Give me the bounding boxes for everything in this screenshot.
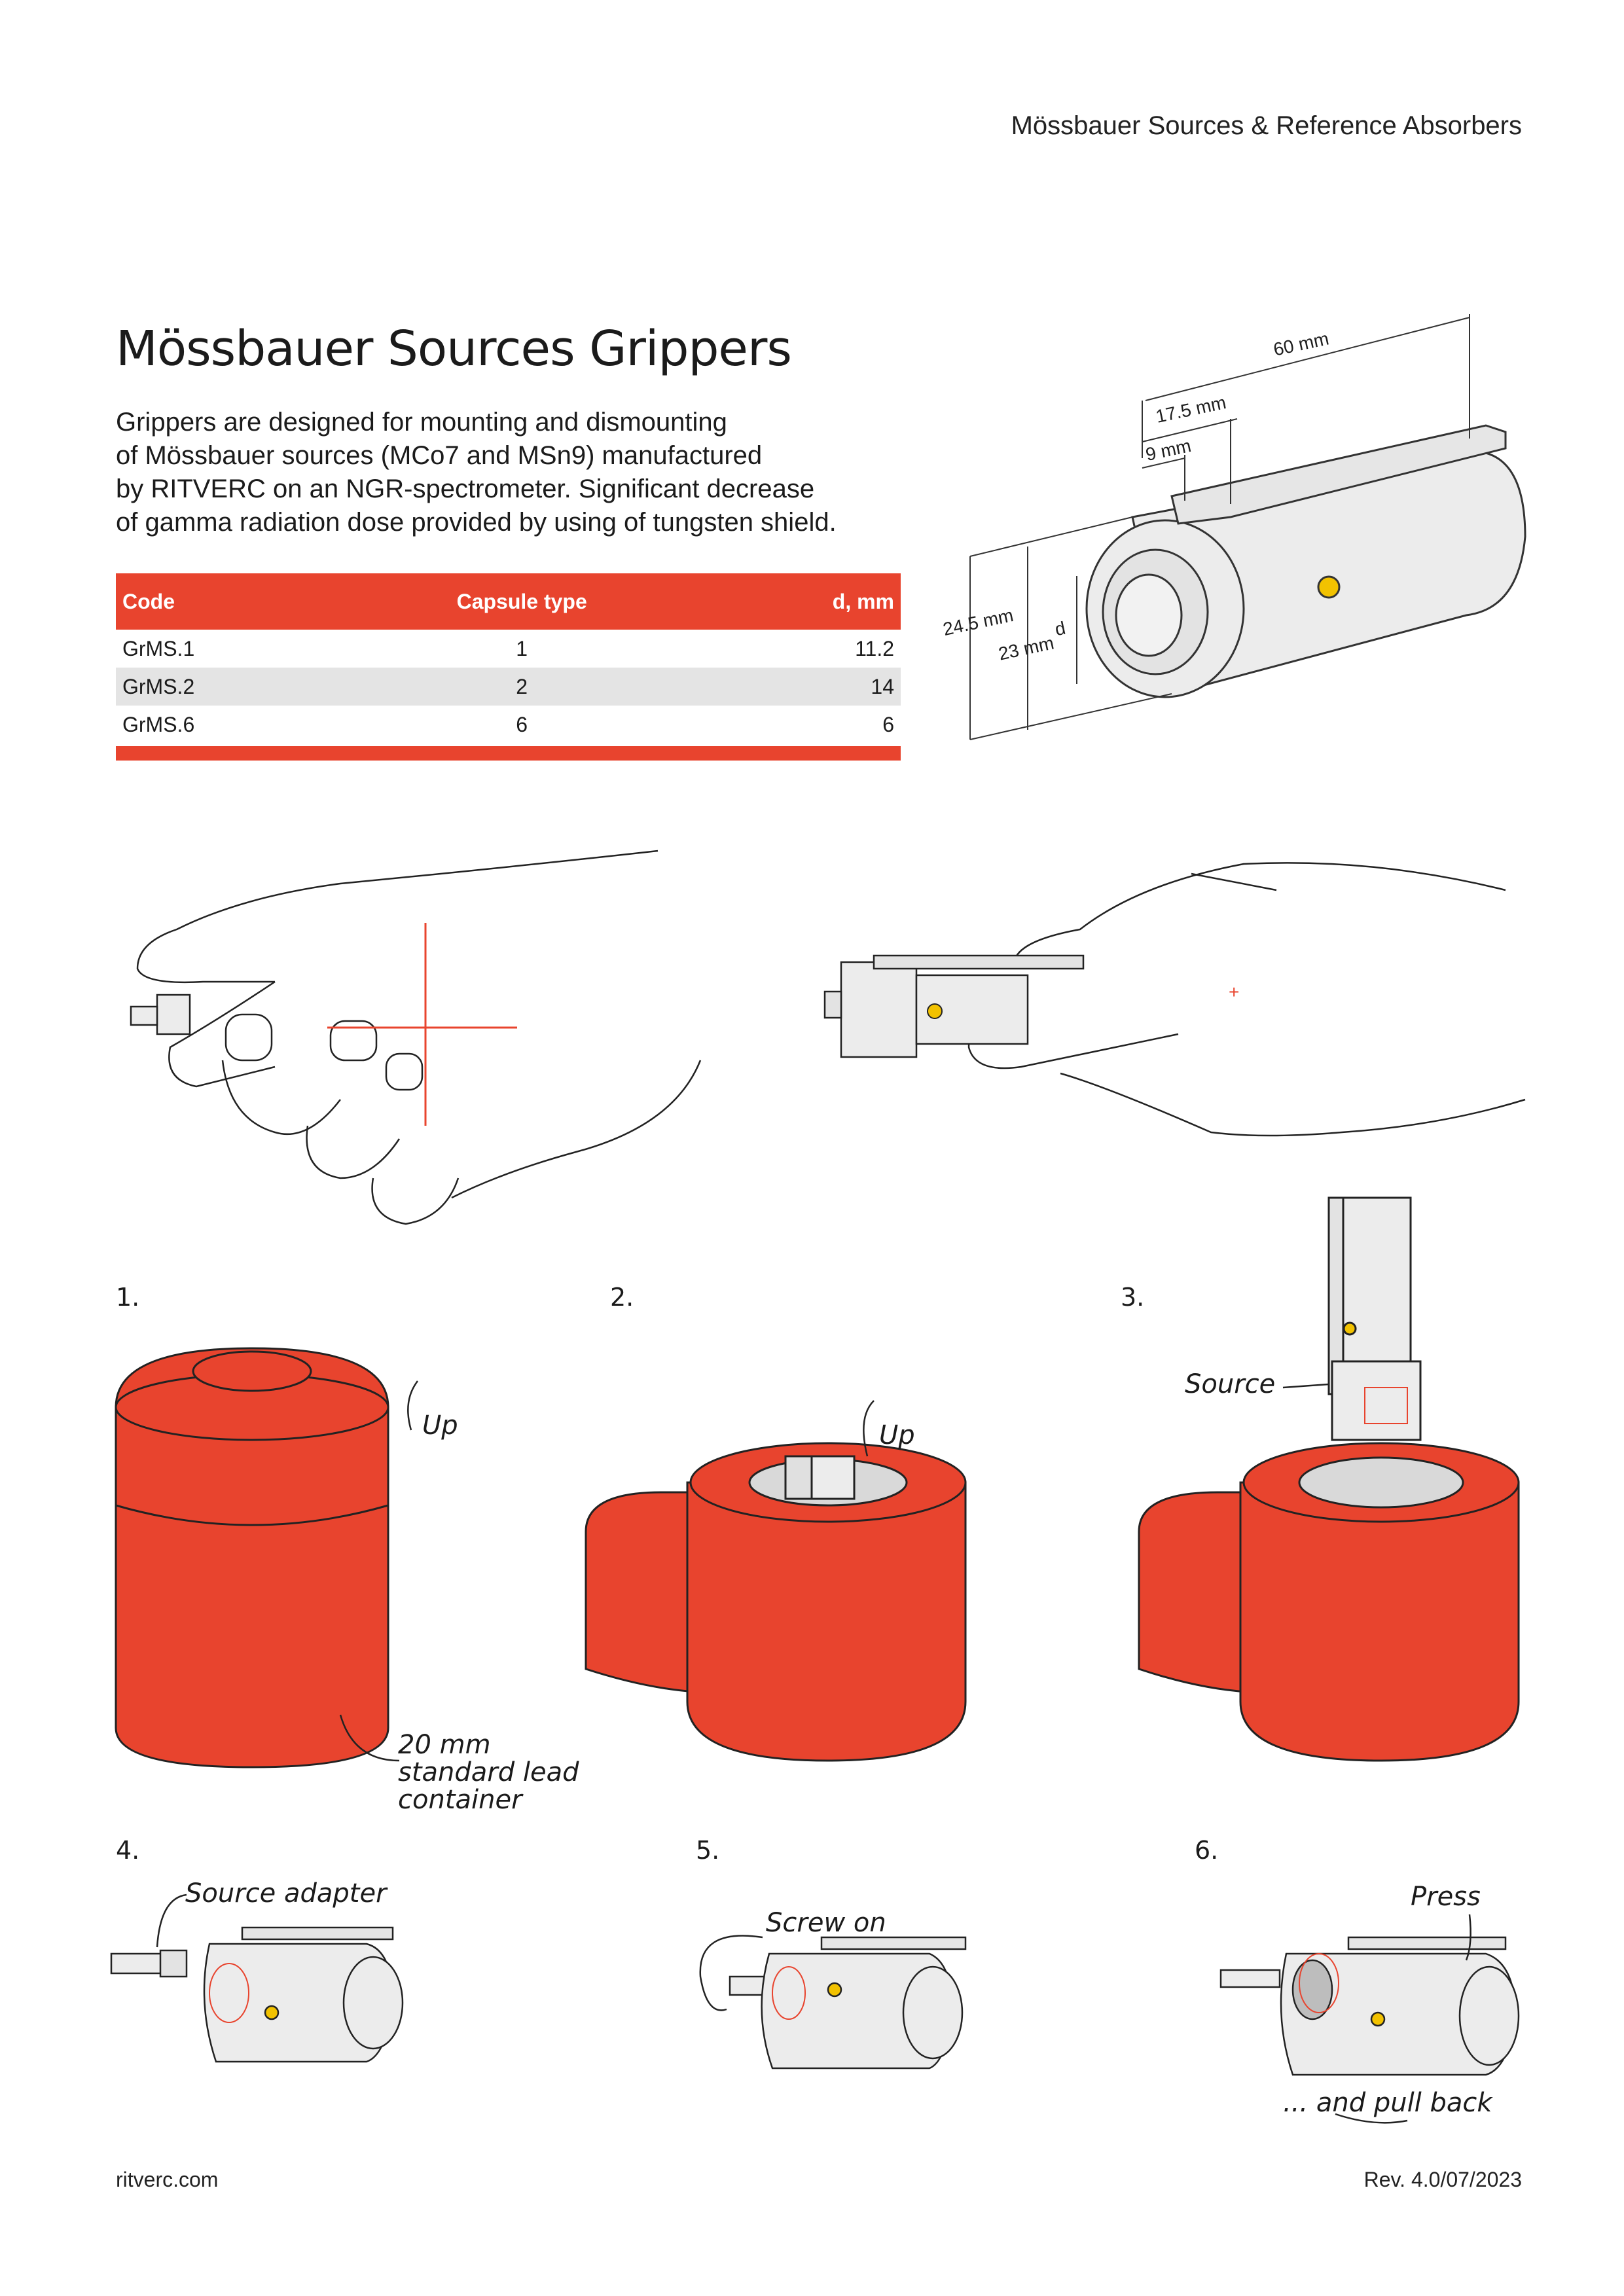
cell-d: 11.2 [855, 636, 894, 660]
step1-container-label: 20 mm standard lead container [398, 1731, 579, 1814]
container-label-line: 20 mm [398, 1730, 491, 1760]
step-number-1: 1. [116, 1283, 140, 1312]
description-line: by RITVERC on an NGR-spectrometer. Signi… [116, 475, 815, 503]
dim-offset2: 9 mm [1144, 435, 1193, 465]
step-number-3: 3. [1121, 1283, 1145, 1312]
svg-text:+: + [1229, 982, 1239, 1002]
dim-offset1: 17.5 mm [1153, 392, 1228, 427]
table-header-row: Code Capsule type d, mm [116, 573, 901, 630]
col-d: d, mm [707, 573, 901, 630]
cell-code: GrMS.1 [122, 636, 195, 660]
step-number-4: 4. [116, 1836, 140, 1865]
step2-up-label: Up [879, 1420, 915, 1450]
cell-capsule: 1 [516, 636, 528, 660]
dim-length: 60 mm [1271, 328, 1331, 360]
dim-d: d [1053, 617, 1068, 640]
cell-capsule: 2 [336, 668, 708, 706]
step4-source-adapter-label: Source adapter [185, 1878, 387, 1909]
table-row: GrMS.6 6 6 [116, 706, 901, 744]
step6-pull-back-label: ... and pull back [1283, 2088, 1492, 2118]
col-capsule-type: Capsule type [336, 573, 708, 630]
header-title: Mössbauer Sources & Reference Absorbers [1011, 111, 1522, 140]
dim-inner: 23 mm [996, 632, 1056, 664]
step-number-6: 6. [1195, 1836, 1219, 1865]
table-footer-bar [116, 746, 901, 761]
step6-press-label: Press [1411, 1882, 1481, 1912]
step3-source-label: Source [1185, 1369, 1276, 1399]
page-title: Mössbauer Sources Grippers [116, 321, 792, 377]
description-line: of gamma radiation dose provided by usin… [116, 508, 837, 537]
step-number-2: 2. [610, 1283, 634, 1312]
container-label-line: container [398, 1785, 522, 1815]
step5-screw-on-label: Screw on [766, 1908, 886, 1938]
description: Grippers are designed for mounting and d… [116, 406, 934, 539]
cell-capsule: 6 [516, 712, 528, 736]
table-row: GrMS.1 1 11.2 [116, 630, 901, 668]
description-line: Grippers are designed for mounting and d… [116, 408, 727, 437]
table-row: GrMS.2 2 14 [116, 668, 901, 706]
spec-table: Code Capsule type d, mm GrMS.1 1 11.2 Gr… [116, 573, 901, 744]
dim-outer: 24.5 mm [941, 605, 1015, 639]
step-number-5: 5. [696, 1836, 720, 1865]
cell-d: 14 [707, 668, 901, 706]
footer-website: ritverc.com [116, 2168, 219, 2191]
col-code: Code [116, 573, 336, 630]
container-label-line: standard lead [398, 1757, 579, 1787]
description-line: of Mössbauer sources (MCo7 and MSn9) man… [116, 441, 763, 470]
cell-code: GrMS.2 [116, 668, 336, 706]
cell-code: GrMS.6 [122, 712, 195, 736]
footer-revision: Rev. 4.0/07/2023 [1363, 2168, 1522, 2191]
cell-d: 6 [882, 712, 894, 736]
step1-up-label: Up [422, 1410, 458, 1441]
